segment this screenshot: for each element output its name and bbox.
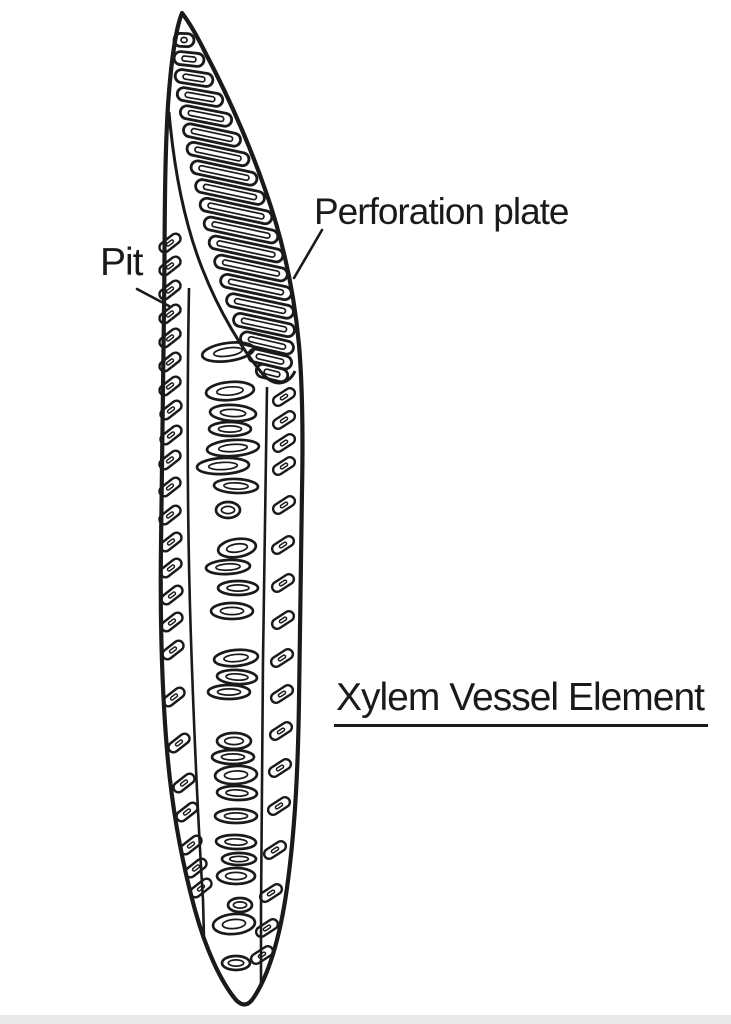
left-pit-mark xyxy=(161,639,185,661)
left-pit-mark xyxy=(158,279,182,301)
left-pit-mark xyxy=(158,327,182,349)
center-pit-mark xyxy=(215,866,257,886)
center-pit-mark xyxy=(205,438,261,458)
center-pit-mark xyxy=(204,380,256,402)
center-pit-mark xyxy=(220,851,258,867)
perforation-plate-bar xyxy=(173,68,215,88)
left-pit-mark xyxy=(162,686,186,708)
right-pit-mark xyxy=(271,386,297,408)
perforation-plate-bar xyxy=(178,104,234,128)
left-pit-mark xyxy=(158,476,182,498)
center-pit-mark xyxy=(216,537,258,559)
perforation-plate-bars xyxy=(172,31,296,384)
left-pit-mark xyxy=(158,504,182,526)
center-pit-mark xyxy=(211,912,257,936)
center-pit-mark xyxy=(212,648,260,668)
center-pit-mark xyxy=(206,683,252,701)
bottom-strip xyxy=(0,1015,731,1024)
right-pit-mark xyxy=(271,455,297,477)
pit-leader-line xyxy=(135,287,171,308)
right-pit-mark xyxy=(270,609,296,631)
perforation-plate-bar xyxy=(219,272,293,302)
right-pit-mark xyxy=(271,432,297,454)
lumen-line-left xyxy=(186,287,206,939)
figure-title: Xylem Vessel Element xyxy=(334,677,709,727)
center-pit-mark xyxy=(214,500,242,520)
right-pit-mark xyxy=(267,757,293,779)
perforation-plate-bar xyxy=(185,140,251,168)
right-pit-mark xyxy=(269,647,295,669)
left-pit-mark xyxy=(158,303,182,325)
left-pit-mark xyxy=(175,801,199,823)
right-pit-mark xyxy=(271,494,297,516)
perforation-plate-bar xyxy=(198,196,274,226)
left-pit-mark xyxy=(160,584,184,606)
perforation-plate-bar xyxy=(239,330,295,356)
left-pit-mark xyxy=(158,351,182,373)
perforation-plate-bar xyxy=(254,362,290,384)
center-pit-mark xyxy=(214,833,258,851)
perforation-plate-bar xyxy=(207,234,285,264)
left-pit-mark xyxy=(189,877,213,899)
left-wall-pit-column xyxy=(158,232,213,899)
perforation-plate-bar xyxy=(172,31,196,49)
right-wall-pit-column xyxy=(249,386,297,966)
left-pit-mark xyxy=(184,857,208,879)
center-pit-mark xyxy=(226,896,254,914)
right-pit-mark xyxy=(249,944,275,966)
left-pit-mark xyxy=(159,531,183,553)
right-pit-mark xyxy=(269,683,295,705)
cell-outline xyxy=(158,10,305,1007)
right-pit-mark xyxy=(268,720,294,742)
right-pit-mark xyxy=(270,534,296,556)
center-pit-mark xyxy=(209,601,255,621)
perforation-plate-bar xyxy=(172,50,206,68)
left-pit-mark xyxy=(158,255,182,277)
perforation-plate-bar xyxy=(189,159,259,187)
lumen-line-right xyxy=(259,386,269,986)
left-pit-mark xyxy=(172,772,196,794)
perforation-plate-bar xyxy=(202,215,280,245)
right-pit-mark xyxy=(270,572,296,594)
center-pit-mark xyxy=(220,954,252,972)
left-pit-mark xyxy=(158,232,182,254)
perforation-plate-bar xyxy=(182,122,242,148)
center-pit-mark xyxy=(212,477,260,495)
center-pit-mark xyxy=(215,784,259,802)
perforation-plate-label: Perforation plate xyxy=(314,191,570,232)
left-pit-mark xyxy=(167,732,191,754)
right-pit-mark xyxy=(266,795,292,817)
perforation-plate-bar xyxy=(175,86,225,108)
plate-leader-line xyxy=(292,228,324,280)
center-pit-column xyxy=(195,341,261,972)
center-pit-mark xyxy=(207,420,253,438)
pit-label: Pit xyxy=(100,241,144,284)
left-pit-mark xyxy=(159,424,183,446)
center-pit-mark xyxy=(210,748,256,766)
left-pit-mark xyxy=(159,399,183,421)
right-pit-mark xyxy=(254,917,280,939)
left-pit-mark xyxy=(158,449,182,471)
center-pit-mark xyxy=(213,807,259,825)
perforation-plate-bar xyxy=(213,253,289,283)
left-pit-mark xyxy=(159,557,183,579)
right-pit-mark xyxy=(258,882,284,904)
center-pit-mark xyxy=(216,579,260,597)
right-pit-mark xyxy=(271,409,297,431)
center-pit-mark xyxy=(195,456,251,476)
center-pit-mark xyxy=(204,558,252,576)
center-pit-mark xyxy=(200,341,256,363)
perforation-plate-bar xyxy=(232,312,296,338)
left-pit-mark xyxy=(158,375,182,397)
perforation-plate-bar xyxy=(194,178,266,206)
right-pit-mark xyxy=(262,839,288,861)
left-pit-mark xyxy=(179,834,203,856)
center-pit-mark xyxy=(213,764,259,786)
center-pit-mark xyxy=(215,668,259,686)
left-pit-mark xyxy=(160,611,184,633)
perforation-plate-bar xyxy=(225,292,295,320)
